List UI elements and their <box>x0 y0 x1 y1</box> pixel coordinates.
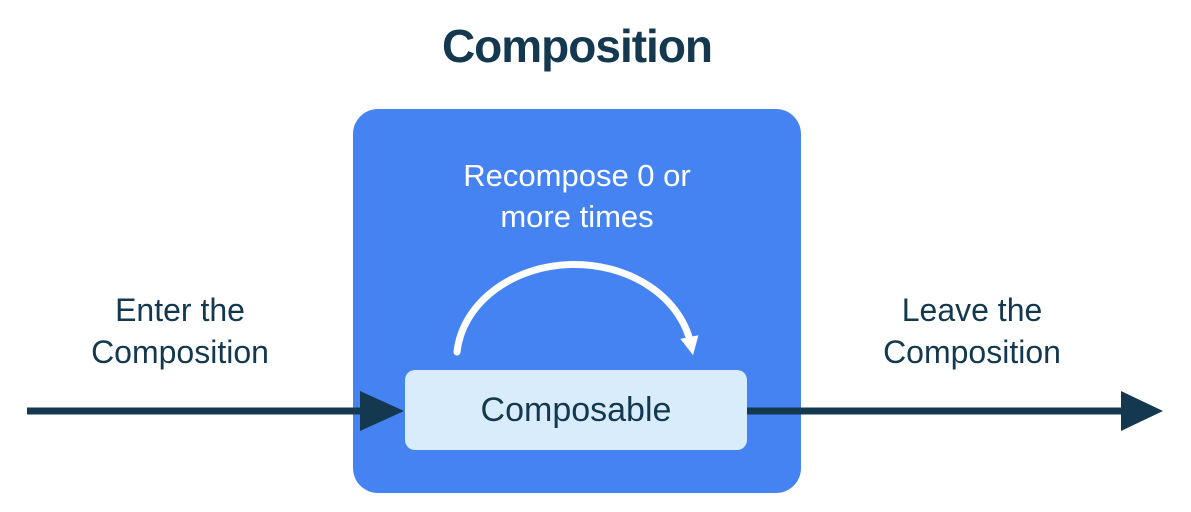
leave-arrow-icon <box>747 391 1163 431</box>
diagram-title: Composition <box>441 20 713 72</box>
enter-arrow-icon <box>27 391 404 431</box>
composable-label: Composable <box>480 390 672 429</box>
enter-composition-label: Enter the Composition <box>91 292 269 370</box>
leave-composition-label: Leave the Composition <box>883 292 1061 370</box>
recompose-loop-arrow-icon <box>453 261 699 356</box>
recompose-label: Recompose 0 or more times <box>463 158 691 234</box>
composable-box: Composable <box>405 370 747 450</box>
